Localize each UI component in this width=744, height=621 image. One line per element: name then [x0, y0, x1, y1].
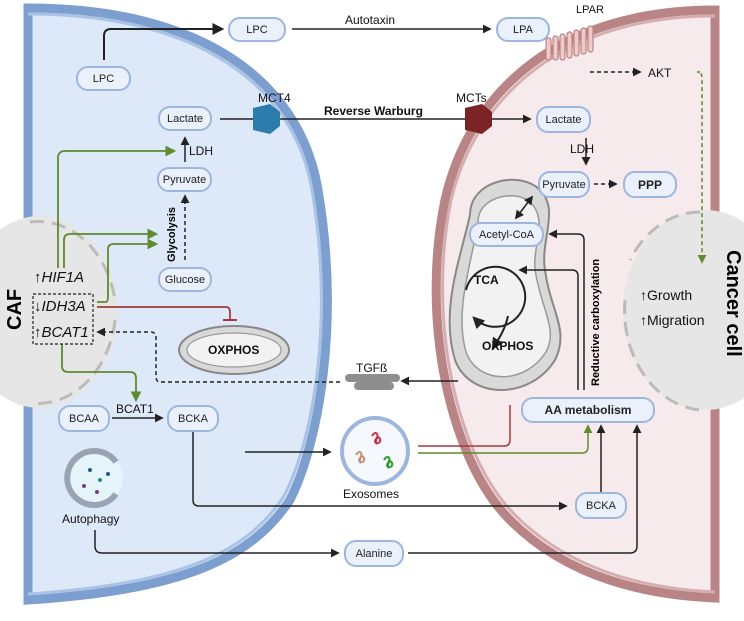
gene-box [32, 293, 94, 345]
label-lpar: LPAR [576, 4, 604, 16]
molecule-pyruvate-cancer: Pyruvate [538, 171, 590, 198]
arrow-tgfb-bcat1 [96, 327, 340, 383]
molecule-bcka-caf: BCKA [167, 405, 219, 432]
label-mcts: MCTs [456, 91, 487, 105]
label-oxphos-cancer: OXPHOS [482, 339, 534, 353]
arrow-bcka-transfer [192, 432, 568, 511]
label-oxphos-caf: OXPHOS [208, 343, 260, 357]
molecule-acetyl-coa: Acetyl-CoA [469, 222, 544, 247]
label-tgfb: TGFß [356, 361, 388, 375]
molecule-bcka-cancer: BCKA [575, 492, 627, 519]
label-ldh-cancer: LDH [570, 142, 595, 156]
molecule-pyruvate-caf: Pyruvate [157, 167, 212, 192]
cancer-cell [431, 5, 720, 603]
label-glycolysis: Glycolysis [166, 206, 178, 262]
up-arrow-icon: ↑ [34, 269, 42, 286]
molecule-lpa: LPA [496, 17, 550, 42]
label-autophagy: Autophagy [62, 512, 120, 526]
arrow-lpc-out [103, 23, 225, 60]
label-tca: TCA [474, 273, 499, 287]
tca-cycle-arrow [465, 265, 527, 330]
label-reverse-warburg: Reverse Warburg [324, 104, 423, 118]
molecule-bcaa: BCAA [58, 405, 110, 432]
molecule-lpc-mid: LPC [228, 17, 286, 42]
label-cancer-cell: Cancer cell [722, 250, 744, 357]
molecule-lpc-caf: LPC [76, 66, 131, 91]
phenotype-migration: ↑Migration [640, 312, 705, 328]
mct4-transporter-icon [253, 104, 280, 134]
molecule-aa-metabolism: AA metabolism [521, 397, 655, 423]
mcts-transporter-icon [465, 104, 492, 134]
gene-bcat1: ↑BCAT1 [34, 324, 89, 341]
molecule-lactate-cancer: Lactate [536, 106, 591, 133]
molecule-ppp: PPP [623, 171, 677, 198]
label-akt: AKT [648, 66, 672, 80]
lpar-receptor-icon [545, 25, 594, 61]
cancer-nucleus [623, 210, 744, 410]
caf-nucleus [0, 216, 118, 408]
autophagy-icon [64, 448, 123, 508]
exosome-green-line [418, 424, 593, 454]
molecule-glucose: Glucose [158, 267, 212, 292]
tgfb-icon [345, 374, 400, 390]
phenotype-growth: ↑Growth [640, 287, 693, 303]
exosome-red-line [418, 405, 511, 447]
cancer-membrane [431, 5, 720, 603]
inhibit-oxphos [97, 306, 231, 320]
label-reductive-carboxylation: Reductive carboxylation [590, 258, 602, 386]
label-caf: CAF [4, 288, 26, 330]
molecule-alanine: Alanine [344, 540, 404, 567]
arrow-akt-nucleus [696, 71, 707, 264]
label-bcat1-enzyme: BCAT1 [116, 402, 154, 416]
label-mct4: MCT4 [258, 91, 291, 105]
gene-hif1a: ↑HIF1A [34, 269, 85, 286]
down-arrow-icon: ↓ [34, 298, 42, 315]
label-autotaxin: Autotaxin [345, 13, 396, 27]
exosome-icon [340, 416, 410, 486]
gene-idh3a: ↓IDH3A [34, 298, 86, 315]
label-exosomes: Exosomes [343, 487, 400, 501]
up-arrow-icon: ↑ [34, 324, 42, 341]
molecule-lactate-caf: Lactate [158, 106, 212, 131]
label-ldh-caf: LDH [189, 144, 214, 158]
